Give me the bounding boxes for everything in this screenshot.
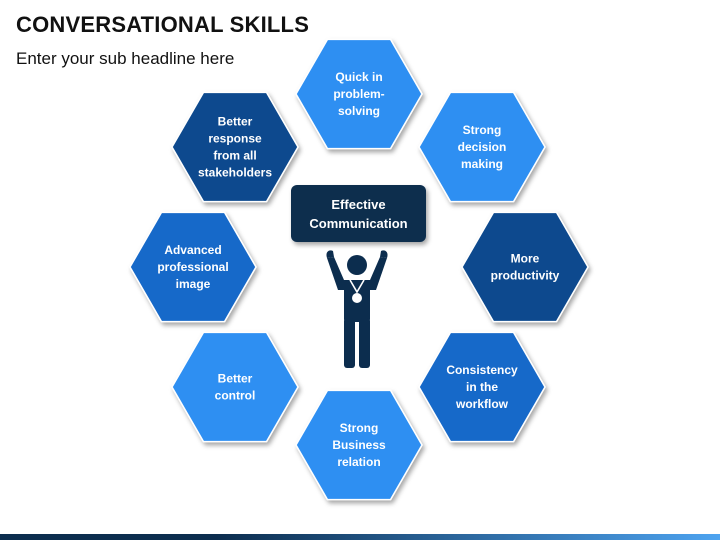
person-raising-arms-with-medal-icon — [326, 250, 388, 368]
page-subtitle: Enter your sub headline here — [16, 49, 235, 68]
hexagon-better-response-stakeholders: Better response from all stakeholders — [171, 91, 299, 203]
page-title: CONVERSATIONAL SKILLS — [16, 12, 310, 37]
hexagon-label-line: relation — [337, 455, 380, 469]
hexagon-label-line: Strong — [340, 421, 379, 435]
hexagon-better-control: Better control — [171, 331, 299, 443]
hexagon-label-line: control — [215, 389, 256, 403]
hexagon-label-line: making — [461, 157, 503, 171]
hexagon-label-line: productivity — [491, 269, 560, 283]
hexagon-strong-decision-making: Strong decision making — [418, 91, 546, 203]
hexagon-quick-problem-solving: Quick in problem-solving — [295, 38, 423, 150]
hexagon-label-line: image — [176, 277, 211, 291]
hexagon-advanced-professional-image: Advanced professional image — [129, 211, 257, 323]
hexagon-shape — [295, 38, 423, 150]
bottom-accent-bar — [0, 534, 720, 540]
hexagon-shape — [129, 211, 257, 323]
center-label-line-2: Communication — [309, 216, 407, 231]
hexagon-label-line: Better — [218, 115, 253, 129]
hexagon-shape — [461, 211, 589, 323]
hexagon-label-line: stakeholders — [198, 166, 272, 180]
hexagon-shape — [418, 91, 546, 203]
hexagon-label-line: from all — [213, 149, 256, 163]
hexagon-label-line: Strong — [463, 123, 502, 137]
hexagon-label-line: Advanced — [164, 243, 221, 257]
hexagon-shape — [418, 331, 546, 443]
hexagon-label-line: decision — [458, 140, 507, 154]
hexagon-label-line: in the — [466, 380, 498, 394]
center-box: Effective Communication — [291, 185, 426, 242]
hexagon-label-line: response — [208, 132, 262, 146]
center-label-line-1: Effective — [331, 197, 385, 212]
hexagon-label-line: solving — [338, 104, 380, 118]
hexagon-shape — [171, 331, 299, 443]
hexagon-shape — [295, 389, 423, 501]
hexagon-label-line: Better — [218, 372, 253, 386]
hexagon-label-line: Consistency — [446, 363, 518, 377]
hexagon-label-line: Quick in — [335, 70, 382, 84]
hexagon-label-line: Business — [332, 438, 386, 452]
hexagon-more-productivity: More productivity — [461, 211, 589, 323]
hexagon-shape — [171, 91, 299, 203]
hexagon-consistency-workflow: Consistency in the workflow — [418, 331, 546, 443]
hexagon-label-line: problem- — [333, 87, 384, 101]
hexagon-label-line: professional — [157, 260, 228, 274]
hexagon-label-line: More — [511, 252, 540, 266]
hexagon-label-line: workflow — [455, 397, 509, 411]
